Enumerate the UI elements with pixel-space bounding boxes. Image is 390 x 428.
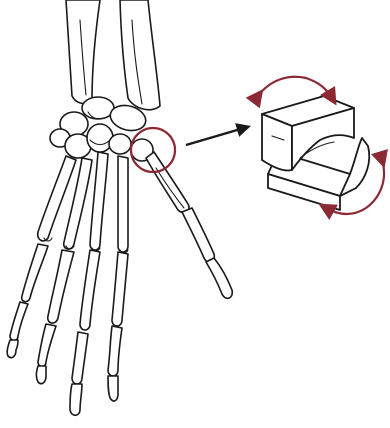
thumb-metacarpal: [146, 152, 189, 212]
forearm-bones: [66, 0, 160, 110]
metacarpal-middle: [90, 152, 108, 250]
trapezoid-bone: [109, 134, 131, 154]
rotation-arrow-top: [258, 77, 332, 98]
skeletal-hand: [7, 0, 232, 415]
thumb-proximal-phalanx: [182, 208, 214, 262]
lunate-bone: [82, 97, 114, 119]
index-finger: [108, 252, 128, 401]
pointer-arrow: [186, 128, 244, 145]
ulna-bone: [66, 0, 100, 103]
saddle-joint-model: [262, 96, 369, 210]
thumb: [146, 152, 232, 298]
middle-finger: [70, 250, 100, 415]
metacarpal-bones: [38, 152, 128, 252]
metacarpal-index: [118, 156, 128, 252]
ring-finger: [37, 250, 75, 384]
thumb-distal-phalanx: [206, 258, 232, 298]
